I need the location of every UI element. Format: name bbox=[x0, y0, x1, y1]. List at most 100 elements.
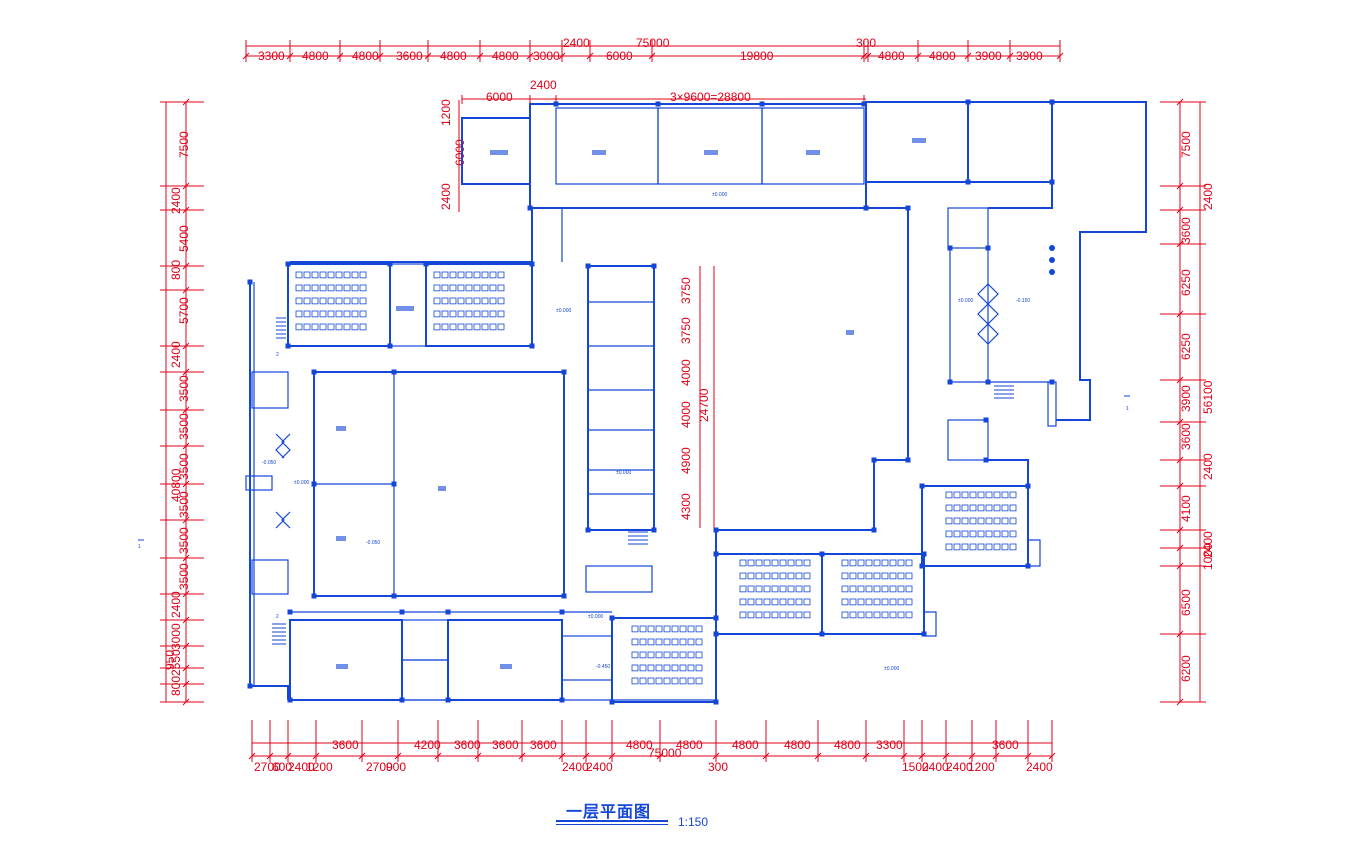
dim-label: 3500 bbox=[177, 527, 191, 554]
left-dimension-chain: 7500 2400 5400 800 5700 2400 3500 3500 3… bbox=[160, 98, 204, 706]
drawing-title: 一层平面图 bbox=[566, 804, 652, 821]
elevation-mark: ±0.000 bbox=[294, 480, 309, 486]
service-core bbox=[587, 265, 655, 531]
small-room bbox=[389, 263, 427, 347]
title-underline bbox=[556, 820, 668, 822]
dim-label: 1200 bbox=[306, 760, 333, 774]
elevation-mark: ±0.000 bbox=[712, 192, 727, 198]
dim-label: 2400 bbox=[946, 760, 973, 774]
dim-label: 75000 bbox=[648, 746, 682, 760]
dim-label: 4800 bbox=[732, 738, 759, 752]
stairs-and-lifts bbox=[272, 245, 1055, 645]
west-outer-wall bbox=[249, 282, 289, 700]
dim-label: 2700 bbox=[366, 760, 393, 774]
dim-label: 3600 bbox=[454, 738, 481, 752]
dim-label: 4800 bbox=[492, 49, 519, 63]
top-second-dimension-chain: 6000 3×9600=28800 2400 bbox=[461, 78, 866, 104]
elevation-mark: ±0.000 bbox=[588, 614, 603, 620]
entrance-porch bbox=[561, 635, 613, 681]
dim-label: 2400 bbox=[288, 760, 315, 774]
dim-label: 4900 bbox=[679, 447, 693, 474]
elevation-mark: -0.150 bbox=[1016, 298, 1030, 304]
dim-label: 950 bbox=[163, 650, 177, 670]
dim-label: 2700 bbox=[254, 760, 281, 774]
dim-label: 5400 bbox=[177, 225, 191, 252]
classroom-se-2 bbox=[821, 553, 925, 635]
elevation-mark: ±0.000 bbox=[556, 308, 571, 314]
small-room bbox=[947, 419, 989, 461]
dim-label: 4800 bbox=[784, 738, 811, 752]
dim-label: 2400 bbox=[922, 760, 949, 774]
ramp-icon bbox=[977, 283, 999, 345]
dim-label: 4800 bbox=[878, 49, 905, 63]
classroom bbox=[657, 107, 763, 185]
dim-label: 6250 bbox=[1179, 269, 1193, 296]
classroom-west-2 bbox=[425, 263, 533, 347]
section-mark: 1 bbox=[1126, 406, 1129, 412]
dim-label: 3900 bbox=[1016, 49, 1043, 63]
dim-label: 6250 bbox=[1179, 333, 1193, 360]
dim-label: 3500 bbox=[177, 491, 191, 518]
dim-label: 3500 bbox=[177, 563, 191, 590]
ramp-icon bbox=[275, 511, 291, 529]
dim-label: 4800 bbox=[302, 49, 329, 63]
dim-label: 4200 bbox=[414, 738, 441, 752]
left-inner-dimension-chain: 1200 6000 2400 bbox=[439, 99, 467, 212]
north-corridor-block bbox=[529, 103, 867, 209]
dim-label: 3600 bbox=[332, 738, 359, 752]
dim-label: 3500 bbox=[177, 413, 191, 440]
central-block-outline bbox=[715, 207, 909, 556]
bottom-dimension-chain: 3600 4200 3600 3600 3600 4800 4800 4800 … bbox=[248, 720, 1056, 774]
dim-label: 1000 bbox=[1201, 543, 1215, 570]
dim-label: 2400 bbox=[1201, 183, 1215, 210]
dim-label: 800 bbox=[169, 676, 183, 696]
small-room bbox=[401, 619, 449, 661]
elevation-mark: -0.050 bbox=[366, 540, 380, 546]
dim-label: 6000 bbox=[486, 90, 513, 104]
dim-label: 4100 bbox=[1179, 495, 1193, 522]
classroom bbox=[555, 107, 659, 185]
dim-label: 2400 bbox=[169, 187, 183, 214]
dim-label: 4800 bbox=[352, 49, 379, 63]
section-marks: 1 1 2 2 bbox=[138, 352, 1130, 620]
dim-label: 6000 bbox=[453, 139, 467, 166]
dim-label: 6500 bbox=[1179, 589, 1193, 616]
elevation-mark: ±0.000 bbox=[616, 470, 631, 476]
stair-icon bbox=[272, 623, 286, 645]
dim-label: 4800 bbox=[440, 49, 467, 63]
stair-room bbox=[251, 371, 289, 409]
right-dimension-chain: 7500 2400 3600 6250 6250 3900 3600 2400 … bbox=[1160, 98, 1215, 706]
classroom-se-3 bbox=[921, 485, 1029, 567]
stair-icon bbox=[994, 385, 1014, 399]
dim-label: 7500 bbox=[177, 131, 191, 158]
dim-label: 1500 bbox=[902, 760, 929, 774]
dim-label: 3750 bbox=[679, 277, 693, 304]
dim-label: 1200 bbox=[968, 760, 995, 774]
north-east-wing bbox=[1052, 101, 1147, 421]
elevation-mark: ±0.000 bbox=[884, 666, 899, 672]
dim-label: 56100 bbox=[1201, 380, 1215, 414]
dim-label: 40800 bbox=[169, 468, 183, 502]
dim-label: 3600 bbox=[530, 738, 557, 752]
section-mark: 2 bbox=[276, 352, 279, 358]
dim-label: 4800 bbox=[676, 738, 703, 752]
elevation-mark: -0.450 bbox=[596, 664, 610, 670]
elevation-mark: -0.050 bbox=[262, 460, 276, 466]
dim-label: 3300 bbox=[876, 738, 903, 752]
dim-label: 2400 bbox=[439, 183, 453, 210]
dim-label: 3600 bbox=[492, 738, 519, 752]
top-extra-dim: 300 bbox=[856, 36, 876, 50]
west-wing-top bbox=[290, 208, 533, 263]
dim-label: 3300 bbox=[258, 49, 285, 63]
toilet-block bbox=[967, 101, 1053, 183]
small-room bbox=[401, 659, 449, 701]
small-room bbox=[947, 207, 989, 249]
dim-label: 800 bbox=[169, 260, 183, 280]
dim-label: 2400 bbox=[562, 760, 589, 774]
top-total-dim: 75000 bbox=[636, 36, 670, 50]
dim-label: 3600 bbox=[396, 49, 423, 63]
stair-icon bbox=[628, 531, 648, 545]
dim-label: 3750 bbox=[679, 317, 693, 344]
dim-label: 900 bbox=[386, 760, 406, 774]
